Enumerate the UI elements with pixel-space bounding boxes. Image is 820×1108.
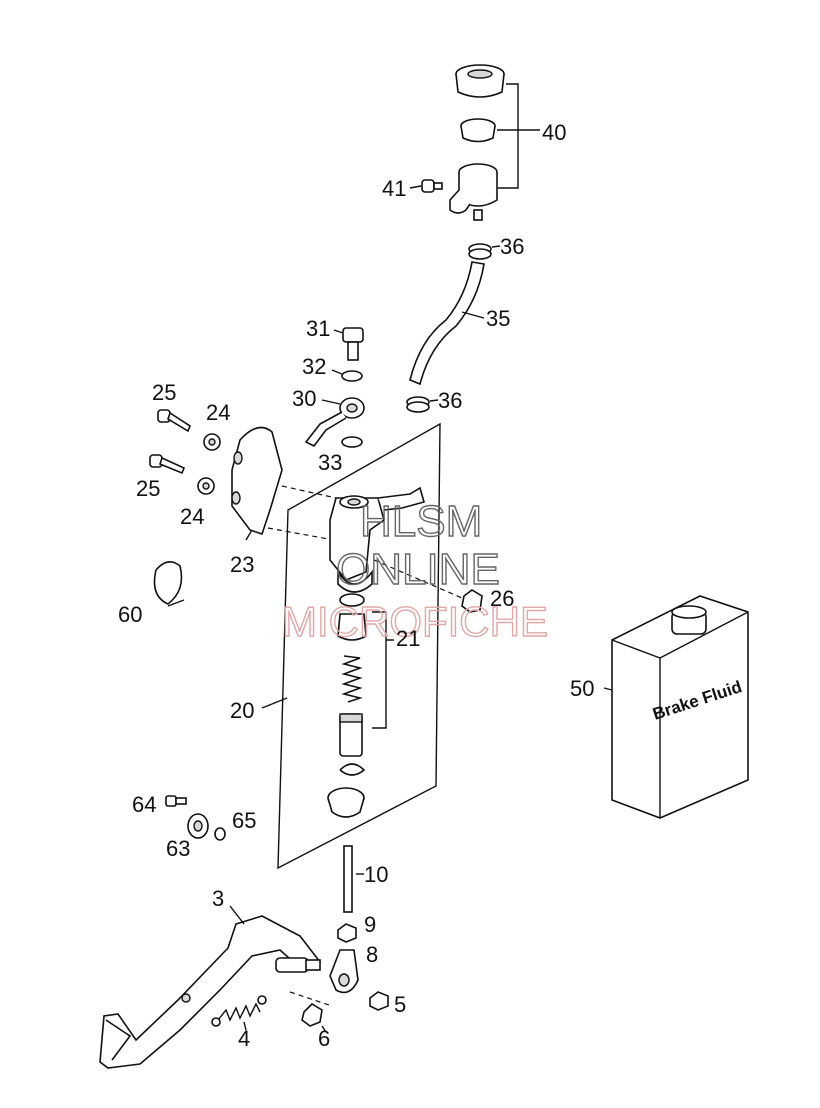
bolt-25-upper[interactable]: [157, 409, 191, 433]
callout-4: 4: [238, 1026, 250, 1051]
reservoir-screw[interactable]: [421, 179, 443, 193]
push-rod[interactable]: [343, 845, 353, 913]
cable-tie[interactable]: [153, 561, 183, 605]
dust-boot[interactable]: [327, 787, 365, 818]
callout-64: 64: [132, 792, 156, 817]
heel-guard[interactable]: [231, 426, 283, 536]
reservoir-body[interactable]: [449, 163, 498, 221]
washer-65[interactable]: [214, 827, 226, 841]
callout-41: 41: [382, 176, 406, 201]
bolt-25-lower[interactable]: [149, 454, 186, 475]
callout-21: 21: [396, 626, 420, 651]
watermark-line3: MICROFICHE: [282, 598, 548, 645]
callout-20: 20: [230, 698, 254, 723]
callout-50: 50: [570, 676, 594, 701]
callout-60: 60: [118, 602, 142, 627]
nut-26[interactable]: [461, 589, 483, 613]
hose-clamp-top[interactable]: [468, 243, 492, 260]
watermark-line2: ONLINE: [336, 545, 500, 594]
reservoir-diaphragm[interactable]: [460, 118, 496, 143]
callout-25-upper: 25: [152, 380, 176, 405]
callout-40: 40: [542, 120, 566, 145]
callout-10: 10: [364, 862, 388, 887]
kit-frame: [277, 422, 441, 870]
circlip[interactable]: [339, 763, 366, 776]
callout-65: 65: [232, 808, 256, 833]
banjo-bolt[interactable]: [342, 327, 364, 361]
callout-31: 31: [306, 316, 330, 341]
callout-3: 3: [212, 886, 224, 911]
callout-35: 35: [486, 306, 510, 331]
callout-24-upper: 24: [206, 400, 230, 425]
callout-36-top: 36: [500, 234, 524, 259]
callout-8: 8: [366, 942, 378, 967]
callout-23: 23: [230, 552, 254, 577]
clevis[interactable]: [329, 949, 359, 994]
callout-6: 6: [318, 1026, 330, 1051]
bracket-40: [497, 83, 540, 189]
lock-nut-9[interactable]: [337, 923, 357, 943]
piston-oring[interactable]: [339, 593, 365, 607]
callout-30: 30: [292, 386, 316, 411]
brake-fluid-can[interactable]: [611, 595, 749, 819]
callout-24-lower: 24: [180, 504, 204, 529]
nut-24-lower[interactable]: [197, 477, 215, 495]
brake-pedal[interactable]: [99, 915, 322, 1069]
callout-26: 26: [490, 586, 514, 611]
callout-33: 33: [318, 450, 342, 475]
piston[interactable]: [339, 713, 363, 757]
watermark-line1: HLSM: [360, 497, 482, 546]
callout-63: 63: [166, 836, 190, 861]
sealing-washer-32[interactable]: [341, 370, 363, 382]
sealing-washer-33[interactable]: [341, 436, 363, 448]
callout-5: 5: [394, 992, 406, 1017]
reservoir-cap[interactable]: [455, 64, 505, 98]
callout-36-bottom: 36: [438, 388, 462, 413]
callout-25-lower: 25: [136, 476, 160, 501]
brake-hose[interactable]: [409, 261, 485, 386]
nut-5[interactable]: [369, 991, 389, 1011]
return-spring[interactable]: [211, 995, 267, 1027]
banjo-fitting[interactable]: [304, 397, 365, 448]
screw-64[interactable]: [165, 795, 187, 807]
piston-spring[interactable]: [341, 655, 363, 703]
bushing-63[interactable]: [187, 813, 209, 839]
bracket-21: [372, 611, 394, 729]
nut-6[interactable]: [301, 1002, 323, 1027]
callout-32: 32: [302, 354, 326, 379]
hose-clamp-bottom[interactable]: [406, 396, 430, 413]
piston-cup[interactable]: [337, 613, 367, 641]
callout-9: 9: [364, 912, 376, 937]
master-cylinder-body[interactable]: [329, 486, 425, 593]
nut-24-upper[interactable]: [203, 433, 221, 451]
